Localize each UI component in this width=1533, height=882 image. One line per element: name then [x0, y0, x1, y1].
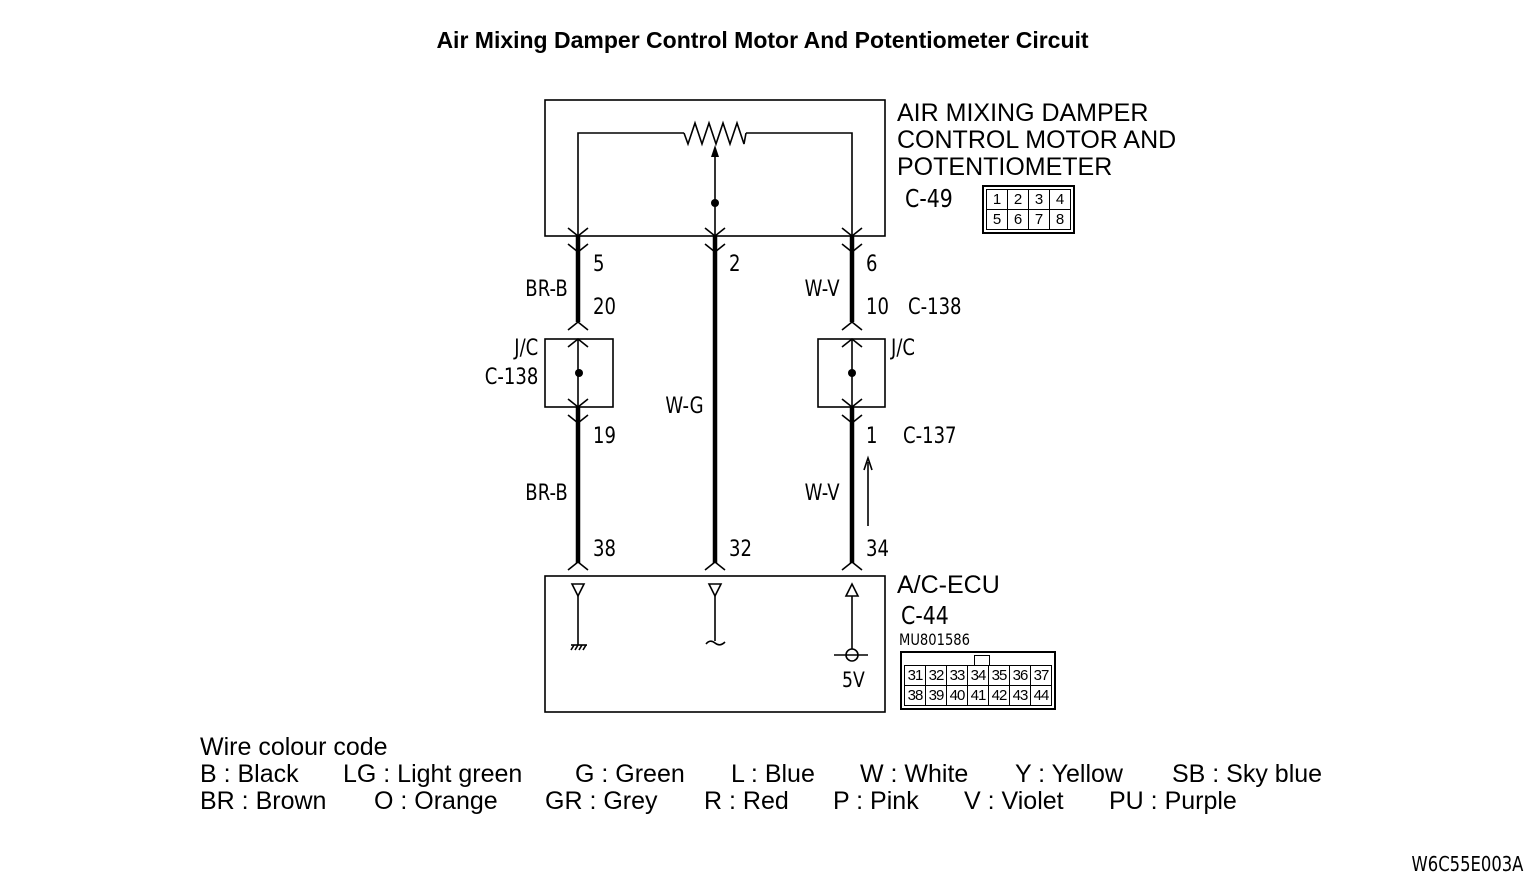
ecu-component-box	[544, 575, 886, 713]
connector-pin: 2	[1007, 189, 1029, 210]
connector-pin: 5	[986, 209, 1008, 230]
pin-label-motor-6: 6	[866, 252, 878, 277]
legend-heading: Wire colour code	[200, 733, 388, 761]
connector-pin: 32	[925, 665, 947, 686]
ecu-component-name: A/C-ECU	[897, 571, 1000, 599]
connector-c49-face: 1 2 3 4 5 6 7 8	[982, 185, 1075, 234]
pin-label-jc-1: 1	[866, 424, 878, 449]
connector-pin: 42	[988, 685, 1010, 706]
connector-pin: 31	[904, 665, 926, 686]
legend-row-2: BR : Brown O : Orange GR : Grey R : Red P : …	[200, 787, 1237, 816]
ecu-terminal-34-icon	[844, 582, 860, 597]
motor-name-line-1: AIR MIXING DAMPER	[897, 99, 1149, 127]
junction-dot-right	[848, 369, 856, 377]
pin-label-motor-2: 2	[729, 252, 741, 277]
motor-component-name: AIR MIXING DAMPER CONTROL MOTOR AND POTE…	[897, 100, 1176, 181]
connector-pin: 44	[1030, 685, 1052, 706]
connector-pin: 43	[1009, 685, 1031, 706]
wire-color-left-lower: BR-B	[525, 481, 568, 506]
legend-item: O : Orange	[374, 787, 498, 815]
wire-color-middle: W-G	[665, 394, 704, 419]
connector-pin: 34	[967, 665, 989, 686]
connector-c44-face: 31 32 33 34 35 36 37 38 39 40 41 42 43 4…	[900, 651, 1056, 710]
legend-item: SB : Sky blue	[1172, 760, 1323, 788]
connector-pin: 1	[986, 189, 1008, 210]
legend-item: PU : Purple	[1109, 787, 1237, 815]
pot-left-lead	[577, 132, 684, 236]
legend-item: LG : Light green	[343, 760, 523, 788]
legend-item: B : Black	[200, 760, 299, 788]
legend-item: R : Red	[704, 787, 789, 815]
splice-dot	[711, 199, 719, 207]
pot-right-lead	[746, 132, 853, 236]
supply-voltage-label: 5V	[842, 668, 865, 692]
ecu-connector-part-number: MU801586	[899, 630, 971, 649]
potentiometer-resistor-icon	[683, 120, 747, 147]
pin-label-ecu-32: 32	[729, 537, 752, 562]
jc-out-connector-right: C-137	[903, 424, 957, 449]
wire-color-left-upper: BR-B	[525, 277, 568, 302]
diagram-title: Air Mixing Damper Control Motor And Pote…	[436, 27, 1089, 53]
connector-latch	[974, 655, 990, 666]
connector-pin: 3	[1028, 189, 1050, 210]
legend-item: BR : Brown	[200, 787, 327, 815]
connector-pin: 38	[904, 685, 926, 706]
wire-color-right-lower: W-V	[805, 481, 840, 506]
wire-color-right-upper: W-V	[805, 277, 840, 302]
legend-item: W : White	[860, 760, 969, 788]
figure-code: W6C55E003A	[1411, 852, 1523, 876]
pin-label-ecu-34: 34	[866, 537, 889, 562]
connector-pin: 4	[1049, 189, 1071, 210]
jc-in-connector-right: C-138	[908, 295, 962, 320]
signal-input-icon	[705, 640, 726, 646]
wiper-arrow-icon	[711, 145, 719, 157]
ecu-connector-id: C-44	[901, 601, 949, 630]
motor-connector-id: C-49	[905, 184, 953, 213]
ground-icon	[570, 644, 587, 651]
ecu-terminal-38-icon	[570, 583, 586, 598]
connector-pin: 7	[1028, 209, 1050, 230]
pin-label-jc-20: 20	[593, 295, 616, 320]
connector-pin: 8	[1049, 209, 1071, 230]
pin-label-jc-19: 19	[593, 424, 616, 449]
junction-dot-left	[575, 369, 583, 377]
jc-label-left: J/C	[514, 336, 538, 361]
legend-item: Y : Yellow	[1015, 760, 1123, 788]
pin-label-jc-10: 10	[866, 295, 889, 320]
motor-name-line-3: POTENTIOMETER	[897, 153, 1113, 181]
legend-item: G : Green	[575, 760, 685, 788]
connector-pin: 6	[1007, 209, 1029, 230]
ecu-terminal-32-icon	[707, 583, 723, 598]
motor-name-line-2: CONTROL MOTOR AND	[897, 126, 1177, 154]
legend-item: GR : Grey	[545, 787, 658, 815]
legend-row-1: B : Black LG : Light green G : Green L : Bl…	[200, 760, 1322, 789]
pin-label-ecu-38: 38	[593, 537, 616, 562]
connector-pin: 33	[946, 665, 968, 686]
legend-item: L : Blue	[731, 760, 815, 788]
jc-label-right: J/C	[891, 336, 915, 361]
connector-pin: 41	[967, 685, 989, 706]
connector-pin: 35	[988, 665, 1010, 686]
pin-label-motor-5: 5	[593, 252, 605, 277]
connector-pin: 37	[1030, 665, 1052, 686]
jc-connector-left: C-138	[484, 365, 538, 390]
connector-pin: 40	[946, 685, 968, 706]
connector-pin: 36	[1009, 665, 1031, 686]
connector-pin: 39	[925, 685, 947, 706]
legend-item: V : Violet	[964, 787, 1064, 815]
legend-item: P : Pink	[833, 787, 919, 815]
